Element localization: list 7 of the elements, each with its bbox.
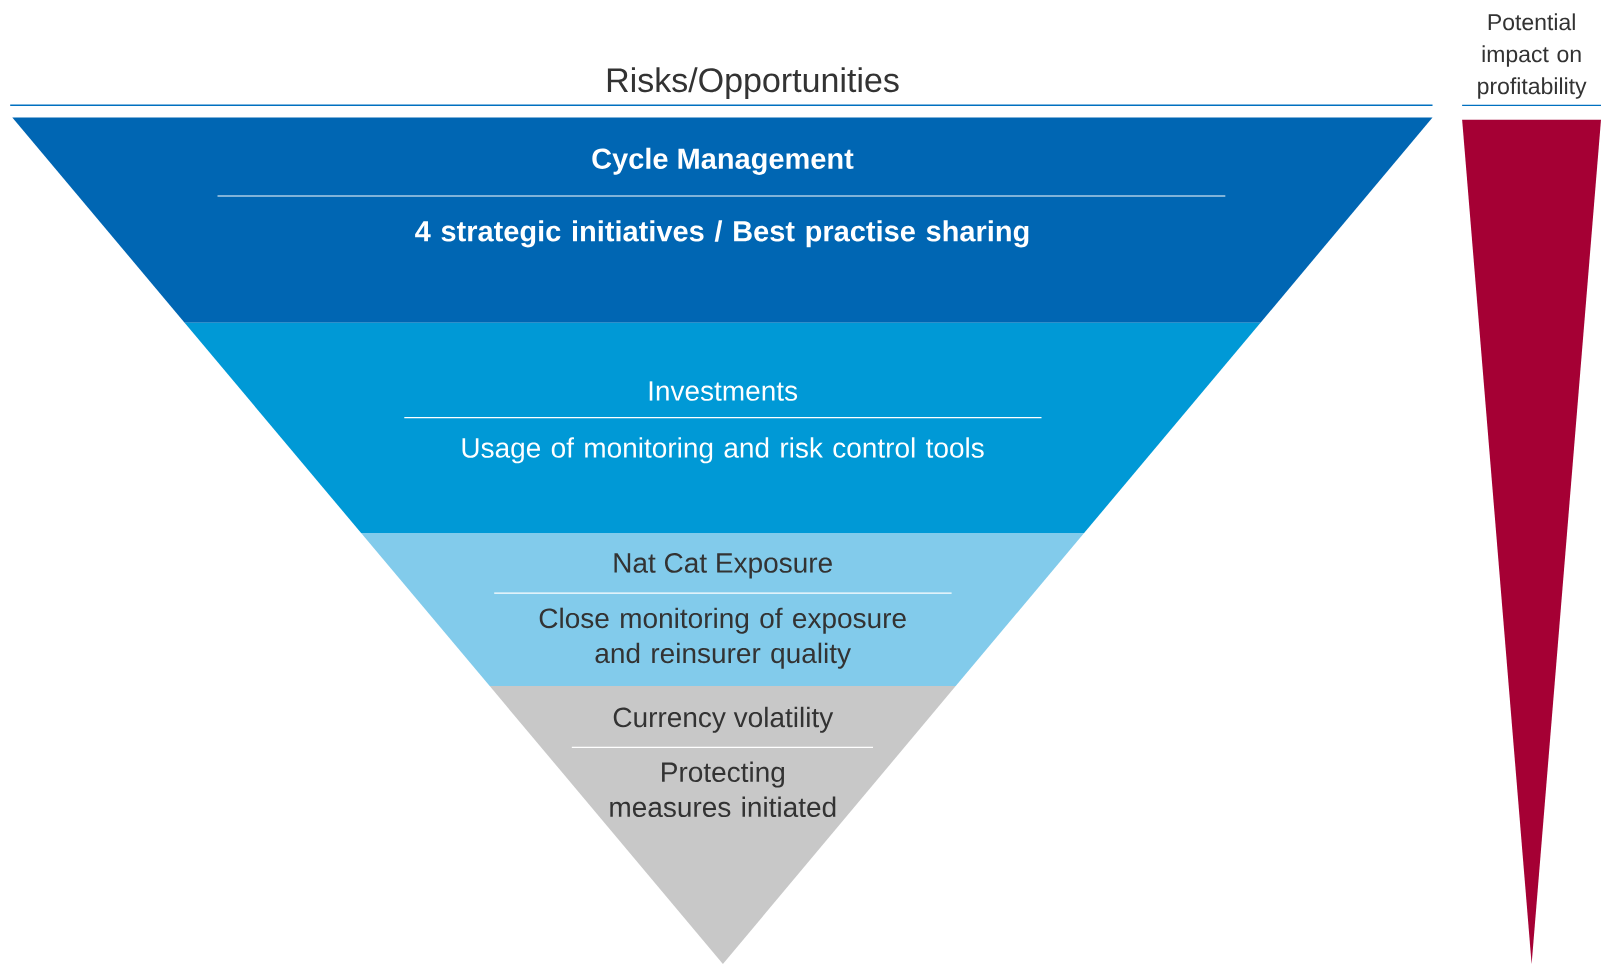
title: Risks/Opportunities xyxy=(607,67,899,99)
funnel-band: Cycle Management 4 strategic initiatives / Best practise sharing xyxy=(12,117,1433,323)
funnel-band: Investments Usage of monitoring and risk control tools xyxy=(184,322,1261,533)
impact-wedge: Potential impact on profitability xyxy=(1462,13,1601,964)
funnel-band: Nat Cat Exposure Close monitoring of exposure and reinsurer quality xyxy=(361,533,1085,687)
node-label: Potential impact on profitability xyxy=(1478,13,1587,99)
funnel-band: Currency volatility Protecting measures initiated xyxy=(489,686,956,964)
